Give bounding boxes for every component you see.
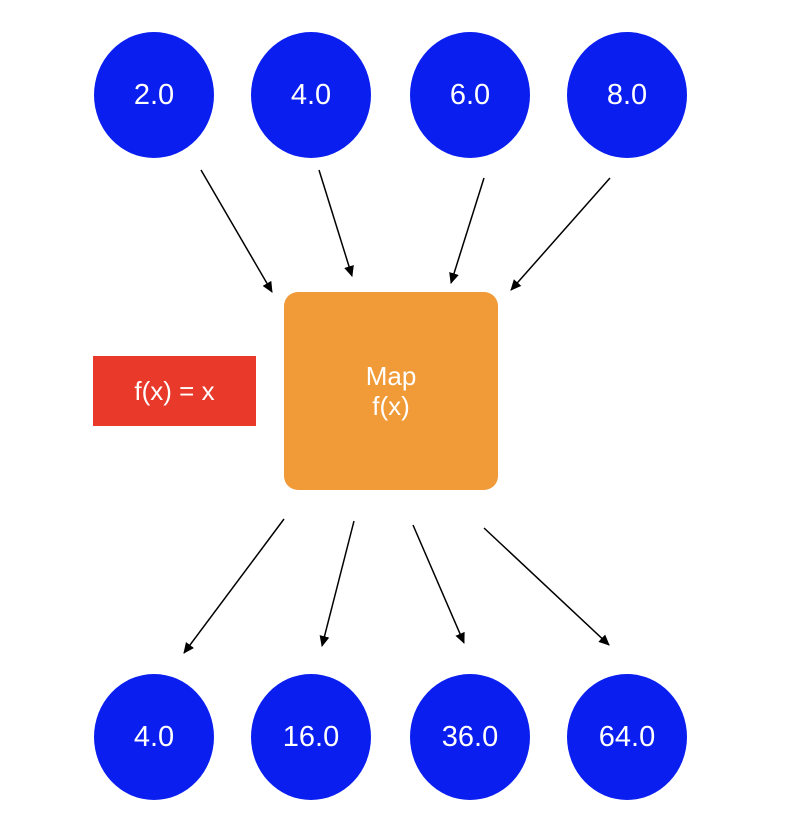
input-value: 8.0 xyxy=(606,78,648,111)
arrow-input-4 xyxy=(510,177,611,291)
input-node: 2.0 xyxy=(94,32,214,158)
output-node: 16.0 xyxy=(251,674,371,800)
input-value: 6.0 xyxy=(449,78,491,111)
output-node: 64.0 xyxy=(567,674,687,800)
output-value: 4.0 xyxy=(133,720,175,753)
input-value: 2.0 xyxy=(133,78,175,111)
output-value: 36.0 xyxy=(441,720,499,753)
input-node: 8.0 xyxy=(567,32,687,158)
arrow-output-3 xyxy=(412,524,465,644)
function-label-box: f(x) = x xyxy=(93,356,256,426)
arrow-input-2 xyxy=(318,169,354,277)
map-function: f(x) xyxy=(372,391,410,421)
arrow-output-2 xyxy=(319,520,355,647)
input-node: 6.0 xyxy=(410,32,530,158)
arrow-input-1 xyxy=(200,169,273,293)
arrow-input-3 xyxy=(449,177,485,284)
map-box: Map f(x) xyxy=(284,292,498,490)
output-node: 4.0 xyxy=(94,674,214,800)
arrow-output-1 xyxy=(183,518,285,654)
function-label: f(x) = x xyxy=(134,375,215,406)
input-value: 4.0 xyxy=(290,78,332,111)
arrow-output-4 xyxy=(483,527,610,646)
output-value: 64.0 xyxy=(598,720,656,753)
output-node: 36.0 xyxy=(410,674,530,800)
output-value: 16.0 xyxy=(282,720,340,753)
map-title: Map xyxy=(365,361,417,391)
input-node: 4.0 xyxy=(251,32,371,158)
